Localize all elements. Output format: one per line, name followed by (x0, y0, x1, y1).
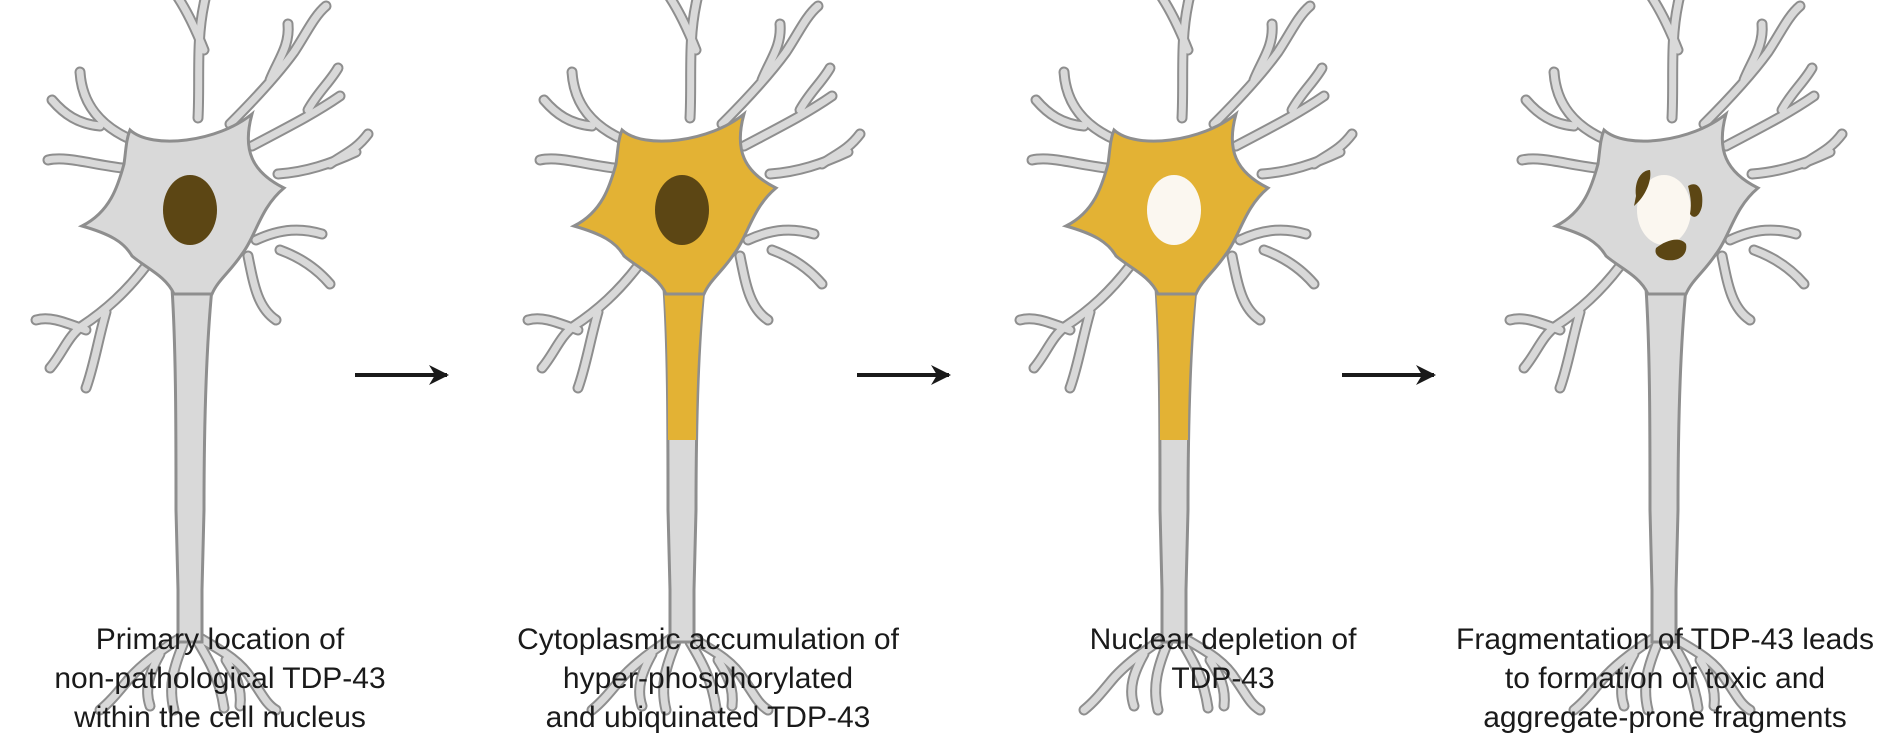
caption-line: hyper-phosphorylated (562, 662, 854, 695)
caption-line: non-pathological TDP-43 (54, 662, 386, 695)
tdp43-aggregate (1634, 170, 1651, 206)
caption-stage-3: Nuclear depletion of TDP-43 (1003, 620, 1443, 698)
nucleus (655, 175, 709, 245)
axon (1644, 286, 1688, 644)
caption-line: within the cell nucleus (74, 701, 366, 734)
caption-stage-4: Fragmentation of TDP-43 leads to formati… (1445, 620, 1885, 737)
caption-line: TDP-43 (1171, 662, 1275, 695)
nucleus (1637, 175, 1691, 245)
dendrites (1504, 0, 1848, 716)
caption-line: Primary location of (95, 623, 345, 656)
dendrites (1014, 0, 1358, 716)
caption-stage-2: Cytoplasmic accumulation of hyper-phosph… (488, 620, 928, 737)
neuron-nuclear-depletion (1014, 0, 1358, 716)
caption-line: and ubiquinated TDP-43 (545, 701, 871, 734)
caption-line: Fragmentation of TDP-43 leads (1456, 623, 1874, 656)
neuron-fragmentation (1504, 0, 1848, 716)
tdp43-aggregate (1655, 239, 1687, 261)
axon-tdp43-accumulation (1156, 288, 1196, 440)
axon-tdp43-accumulation (664, 288, 704, 440)
nucleus (163, 175, 217, 245)
neuron-cytoplasmic-accumulation (522, 0, 866, 716)
caption-line: to formation of toxic and (1504, 662, 1826, 695)
caption-line: Cytoplasmic accumulation of (517, 623, 899, 656)
caption-line: Nuclear depletion of (1089, 623, 1357, 656)
dendrites (30, 0, 374, 716)
caption-line: aggregate-prone fragments (1483, 701, 1847, 734)
axon (170, 286, 214, 644)
neuron-normal (30, 0, 374, 716)
tdp43-aggregate (1688, 184, 1703, 217)
caption-stage-1: Primary location of non-pathological TDP… (0, 620, 440, 737)
nucleus (1147, 175, 1201, 245)
dendrites (522, 0, 866, 716)
